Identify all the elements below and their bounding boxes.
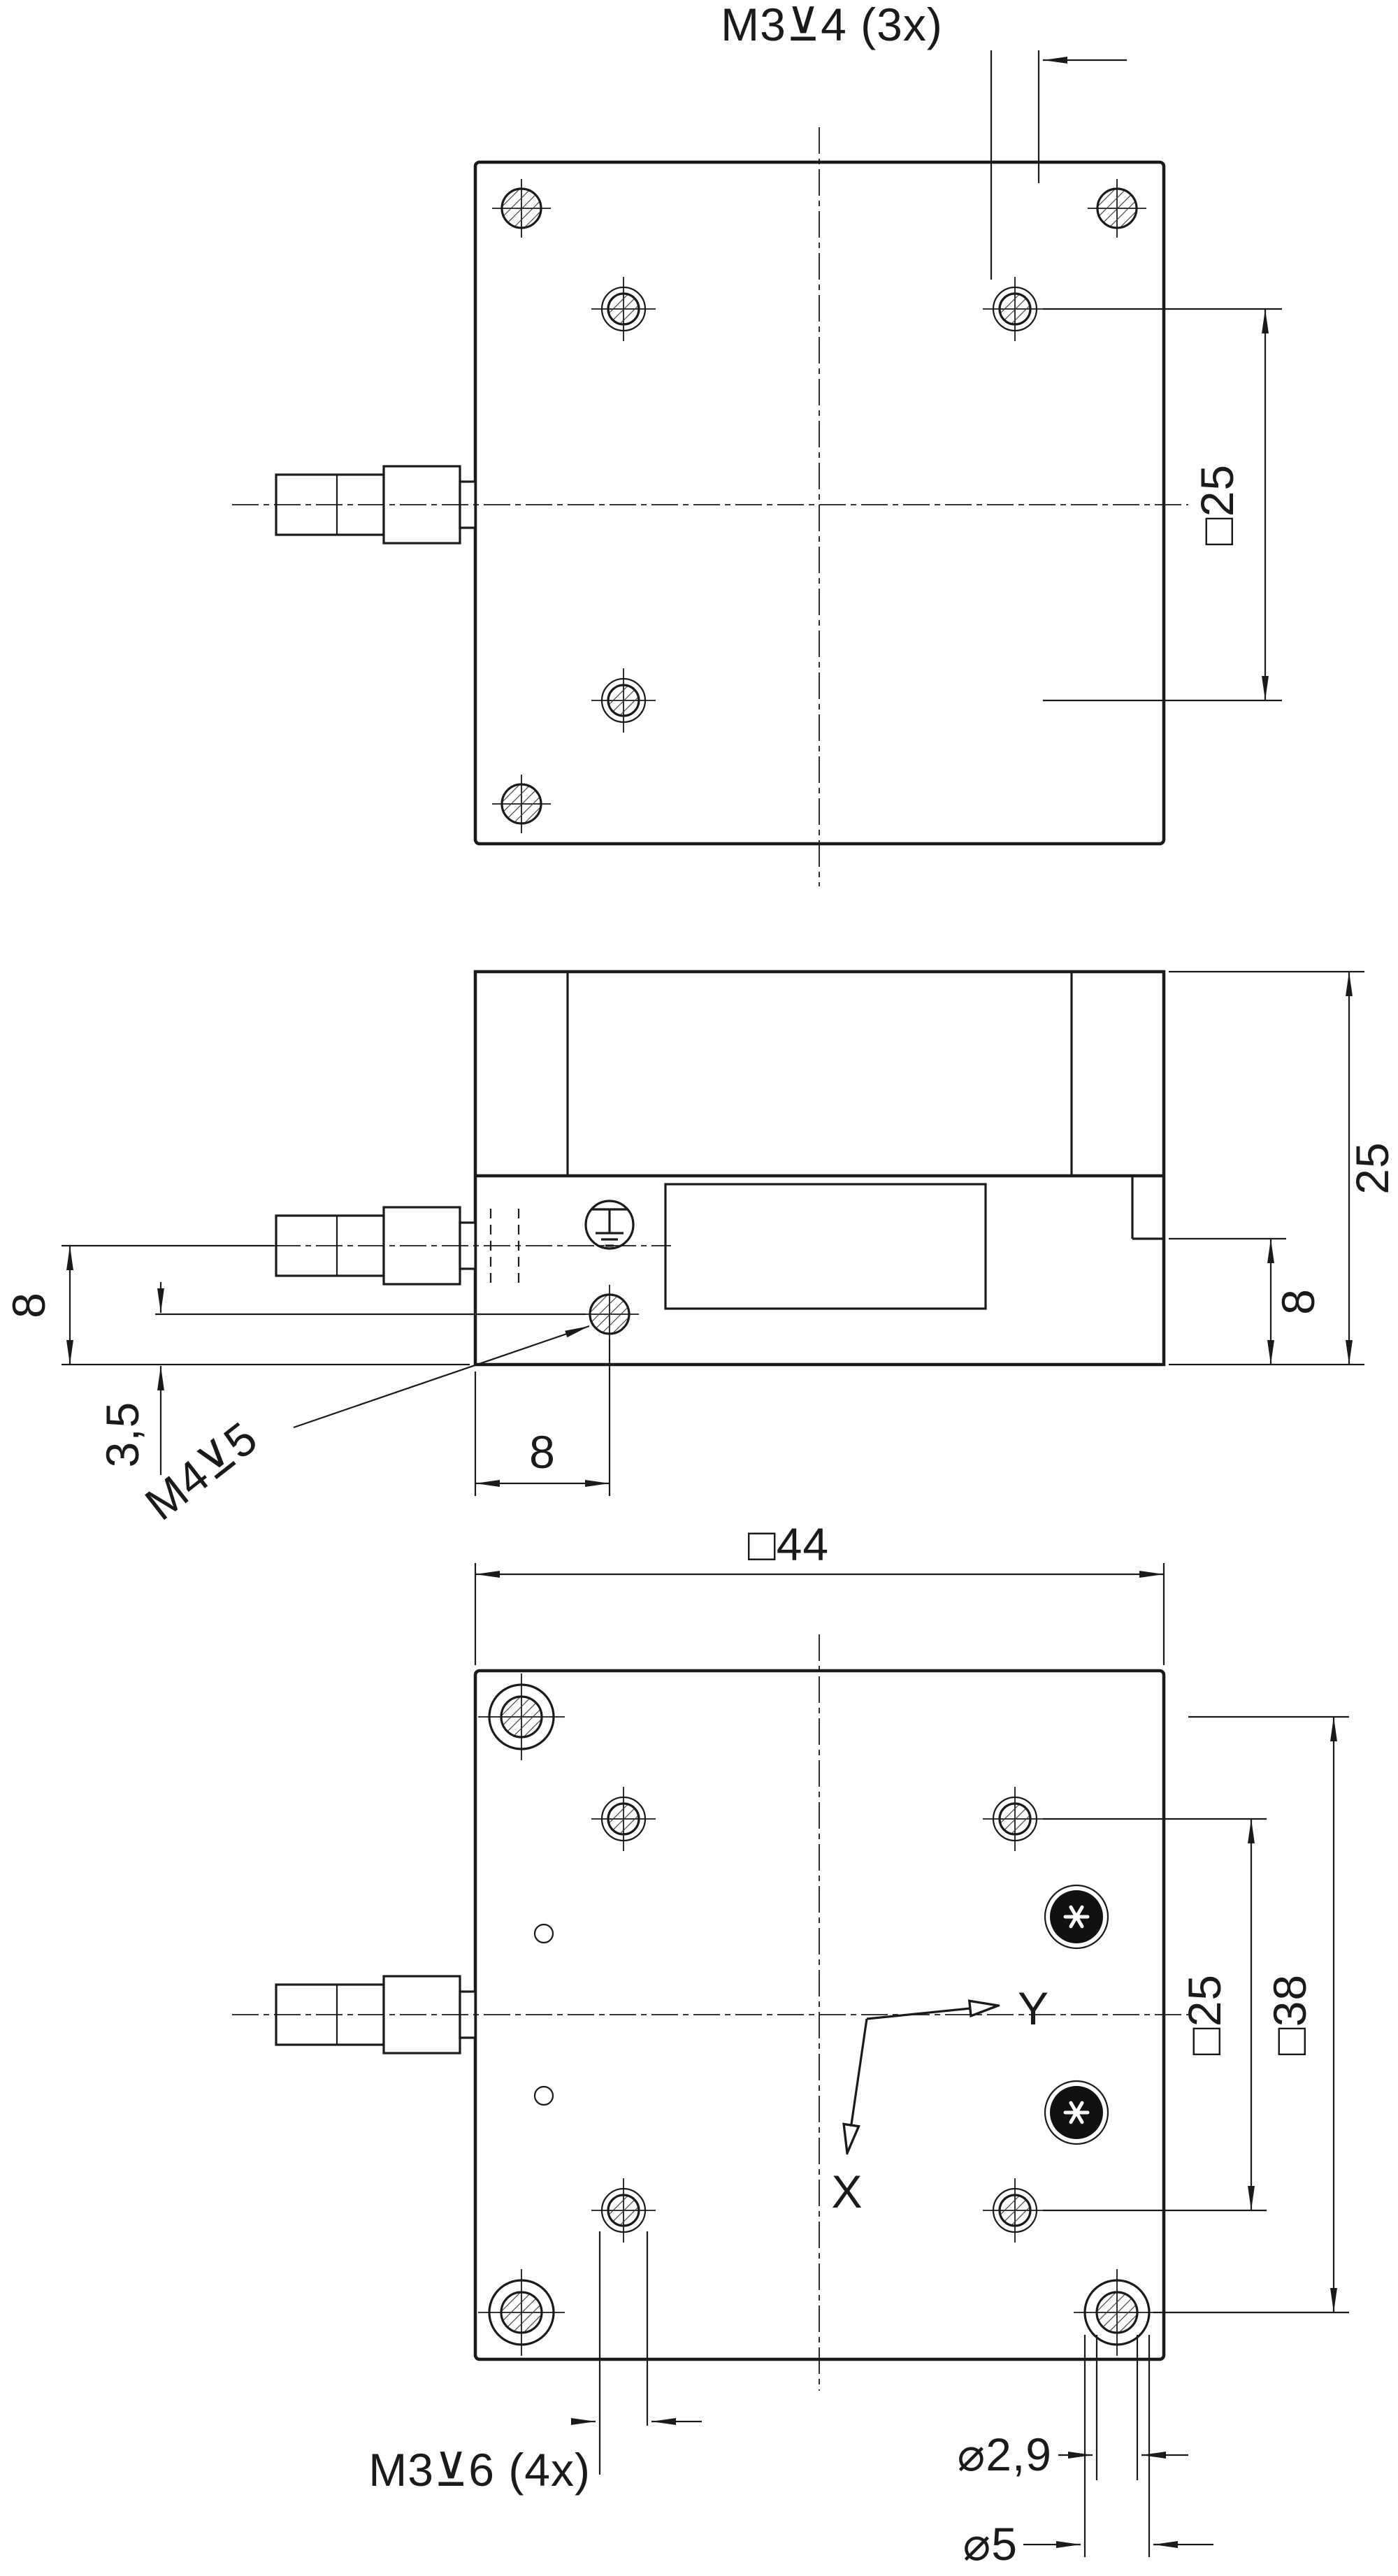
- m4-hole: [579, 1283, 640, 1345]
- side-3-5-label: 3,5: [96, 1402, 148, 1468]
- dia-2-9-label: ⌀2,9: [958, 2429, 1052, 2480]
- axis-y-label: Y: [1018, 1983, 1049, 2034]
- dim-dia-2-9: ⌀2,9: [958, 2335, 1188, 2480]
- bottom-thread-callout-label: M3⊻6 (4x): [368, 2444, 591, 2496]
- m3-hole: [981, 275, 1048, 343]
- dim-dia-5: ⌀5: [963, 2335, 1213, 2570]
- dia-5-label: ⌀5: [963, 2518, 1018, 2570]
- m3-hole: [590, 2177, 657, 2244]
- bottom-width-44-label: □44: [748, 1518, 829, 1570]
- counterbore-hole: [477, 2268, 566, 2357]
- side-recess: [664, 1183, 987, 1310]
- m3-hole: [981, 2177, 1048, 2244]
- dim-top-pattern-25: □25: [1043, 308, 1282, 702]
- side-view-body: [473, 970, 1166, 1367]
- bottom-pattern-38-label: □38: [1264, 1974, 1316, 2055]
- counterbore-hole: [1072, 2268, 1162, 2357]
- torx-screw: [1045, 1885, 1108, 1948]
- dim-top-thread-callout: M3⊻4 (3x): [721, 0, 1127, 280]
- dim-side-left-8: 8: [3, 1244, 470, 1366]
- m3-hole: [590, 667, 657, 734]
- m3-hole: [981, 1785, 1048, 1852]
- counterbore-hole: [477, 1672, 566, 1762]
- torx-screw: [1045, 2081, 1108, 2144]
- bottom-view: Y X □44 □25 □38: [232, 1518, 1349, 2570]
- top-pattern-25-label: □25: [1191, 464, 1243, 545]
- m3-hole: [590, 1785, 657, 1852]
- dim-side-height-25: 25: [1169, 970, 1398, 1366]
- side-left-8-label: 8: [3, 1292, 55, 1318]
- side-bottom-8-label: 8: [529, 1426, 556, 1478]
- dim-bottom-pattern-38: □38: [1153, 1715, 1349, 2314]
- dim-side-3-5: 3,5: [96, 1282, 586, 1475]
- side-thread-callout-label: M4⊻5: [136, 1411, 267, 1530]
- side-right-8-label: 8: [1272, 1288, 1324, 1315]
- m3-hole: [590, 275, 657, 343]
- pin-hole: [533, 1923, 554, 1944]
- y-axis-arrow: [866, 2006, 998, 2020]
- axis-x-label: X: [831, 2166, 863, 2217]
- corner-hole: [1086, 178, 1148, 239]
- coordinate-system: Y X: [831, 1983, 1049, 2217]
- top-thread-callout-label: M3⊻4 (3x): [721, 0, 943, 50]
- dim-side-bottom-8: 8: [474, 1339, 611, 1496]
- dim-bottom-pattern-25: □25: [1043, 1818, 1267, 2212]
- dim-side-right-8: 8: [1169, 1237, 1324, 1365]
- dim-bottom-width-44: □44: [474, 1518, 1165, 1665]
- top-view: M3⊻4 (3x) □25: [232, 0, 1282, 886]
- side-view: M4⊻5 8 3,5 8 8: [3, 970, 1398, 1530]
- corner-hole: [491, 178, 552, 239]
- pin-hole: [533, 2085, 554, 2106]
- side-height-25-label: 25: [1346, 1142, 1398, 1194]
- dim-side-thread-callout: M4⊻5: [136, 1325, 590, 1530]
- dim-bottom-thread-callout: M3⊻6 (4x): [368, 2231, 702, 2496]
- corner-hole: [491, 773, 552, 835]
- ground-symbol: [584, 1200, 635, 1250]
- x-axis-arrow: [847, 2018, 868, 2153]
- bottom-pattern-25-label: □25: [1179, 1974, 1230, 2055]
